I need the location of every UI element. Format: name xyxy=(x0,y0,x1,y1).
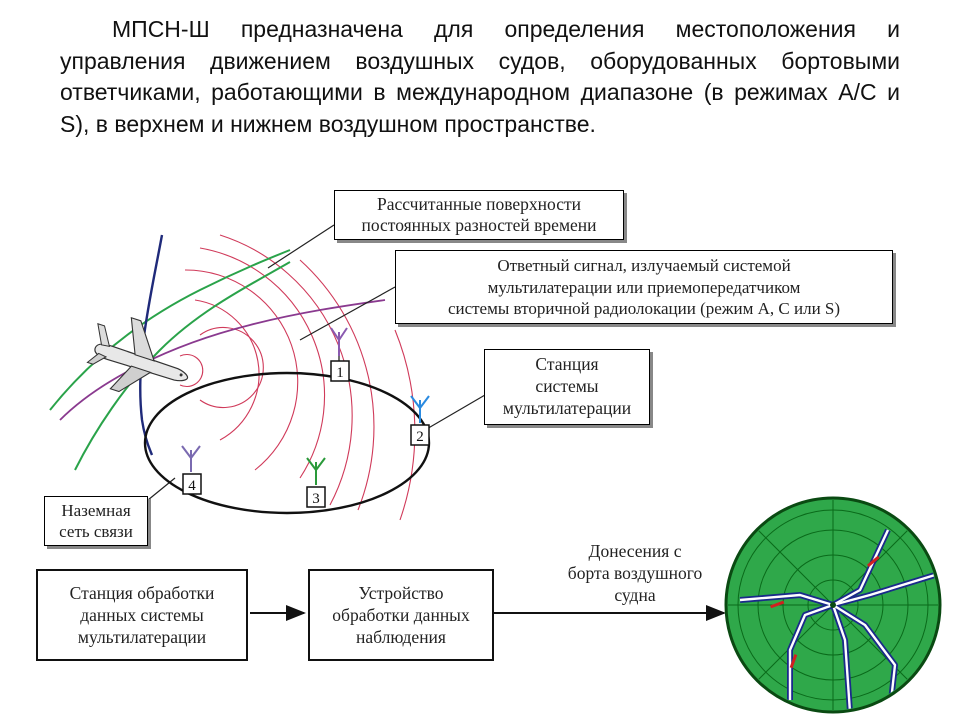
aircraft-reports-label: Донесения с борта воздушного судна xyxy=(567,541,703,605)
leader-line-network xyxy=(147,477,176,501)
leader-line-reply xyxy=(299,286,396,341)
station-callout: Станция системы мультилатерации xyxy=(484,349,650,425)
time-difference-surface-green xyxy=(49,249,291,411)
antenna-icon xyxy=(410,395,430,423)
station-3-label: 3 xyxy=(312,491,320,507)
signal-ring xyxy=(184,269,299,471)
processing-station-box: Станция обработки данных системы мультил… xyxy=(36,569,248,661)
antenna-icon xyxy=(306,457,326,485)
time-difference-surface-green-lower xyxy=(74,261,291,471)
station-2: 2 xyxy=(410,424,430,446)
signal-ring xyxy=(299,259,375,511)
intro-paragraph: МПСН-Ш предназначена для определения мес… xyxy=(60,16,900,137)
surfaces-callout: Рассчитанные поверхности постоянных разн… xyxy=(334,190,624,240)
antenna-icon xyxy=(330,327,348,356)
ground-network-callout: Наземная сеть связи xyxy=(44,496,148,546)
station-1-label: 1 xyxy=(336,365,344,381)
leader-line-surfaces xyxy=(267,224,335,269)
signal-ring xyxy=(194,299,260,441)
station-1: 1 xyxy=(330,360,350,382)
station-4-label: 4 xyxy=(188,478,196,494)
surveillance-device-box: Устройство обработки данных наблюдения xyxy=(308,569,494,661)
station-4: 4 xyxy=(182,473,202,495)
aircraft-trajectory xyxy=(139,234,164,456)
aircraft-icon xyxy=(86,316,189,393)
signal-rings xyxy=(179,234,416,521)
signal-ring xyxy=(199,247,326,479)
antenna-icon xyxy=(181,445,201,472)
radar-display-icon xyxy=(724,496,942,714)
signal-ring xyxy=(179,353,204,388)
signal-ring xyxy=(199,326,264,409)
leader-line-station xyxy=(424,394,486,431)
station-3: 3 xyxy=(306,486,326,508)
radar-targets xyxy=(770,555,880,669)
time-difference-surface-purple xyxy=(59,299,386,421)
station-2-label: 2 xyxy=(416,429,424,445)
reply-signal-callout: Ответный сигнал, излучаемый системой мул… xyxy=(395,250,893,324)
